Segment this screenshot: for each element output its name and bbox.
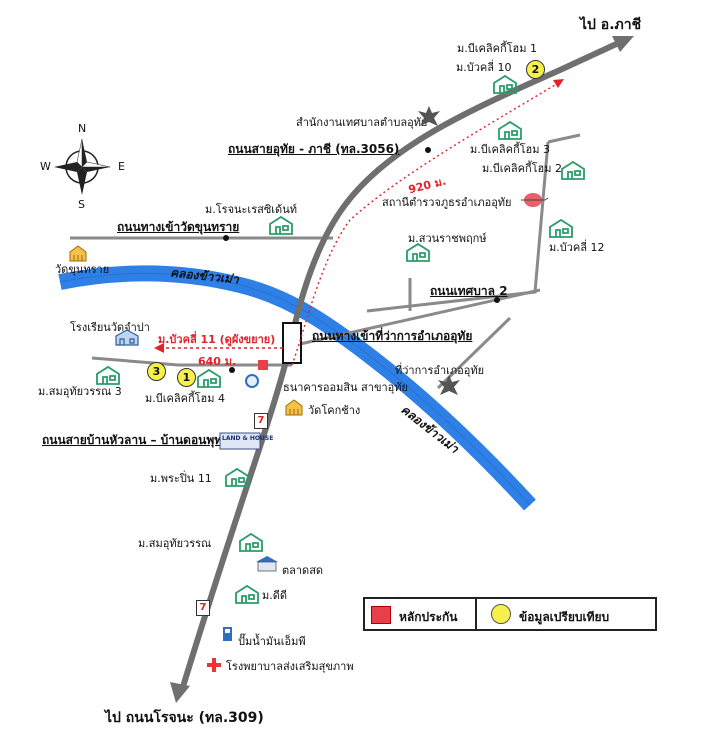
house-icon <box>493 74 517 94</box>
label-gas: ปั๊มน้ำมันเอ็มพี <box>238 635 306 648</box>
road-label-uthai-phachi: ถนนสายอุทัย - ภาชี (ทล.3056) <box>228 142 400 156</box>
house-icon <box>197 368 221 388</box>
label-somuthaiwan3: ม.สมอุทัยวรรณ 3 <box>38 385 122 398</box>
label-beeclickhome1: ม.บีเคลิคกี้โฮม 1 <box>457 42 537 55</box>
label-didi: ม.ดีดี <box>262 589 288 602</box>
comparison-marker-3: 3 <box>147 362 166 381</box>
destination-south: ไป ถนนโรจนะ (ทล.309) <box>105 710 264 726</box>
legend-comparison-label: ข้อมูลเปรียบเทียบ <box>519 610 610 624</box>
house-icon <box>235 584 259 604</box>
road-hua-lan <box>91 356 292 367</box>
government-emblem-icon <box>418 106 440 126</box>
distance-640: 640 ม. <box>198 355 237 368</box>
label-wat-khok-chang: วัดโคกช้าง <box>308 404 361 417</box>
bridge <box>282 322 302 364</box>
label-school: โรงเรียนวัดจำปา <box>70 321 150 334</box>
hospital-icon <box>207 658 221 672</box>
comparison-marker-2: 2 <box>526 60 545 79</box>
label-hospital: โรงพยาบาลส่งเสริมสุขภาพ <box>226 660 354 673</box>
compass-w: W <box>40 160 51 173</box>
house-icon <box>225 467 249 487</box>
compass-n: N <box>78 122 87 135</box>
road-label-thesaban-2: ถนนเทศบาล 2 <box>430 284 508 298</box>
gas-station-icon <box>223 627 232 641</box>
label-beeclickhome4: ม.บีเคลิคกี้โฮม 4 <box>145 392 225 405</box>
canal <box>58 265 536 511</box>
label-market: ตลาดสด <box>282 564 324 577</box>
collateral-marker <box>258 360 268 370</box>
billboard-icon <box>219 432 261 450</box>
secondary-roads <box>70 133 581 390</box>
temple-icon <box>69 245 87 262</box>
school-icon <box>115 329 139 346</box>
legend-collateral-label: หลักประกัน <box>399 610 458 624</box>
comparison-marker-1: 1 <box>177 368 196 387</box>
label-thesaban-office: สำนักงานเทศบาลตำบลอุทัย <box>296 116 428 129</box>
house-icon <box>269 215 293 235</box>
road-label-wat-khun-sai: ถนนทางเข้าวัดขุนทราย <box>117 220 240 234</box>
label-beeclickhome2: ม.บีเคลิคกี้โฮม 2 <box>482 162 562 175</box>
label-beeclickhome3: ม.บีเคลิคกี้โฮม 3 <box>470 143 550 156</box>
compass-rose <box>54 138 111 195</box>
route-920-arrow <box>553 79 564 88</box>
police-station-icon <box>521 193 549 207</box>
road-amphoe-uthai <box>299 288 541 346</box>
road-dots <box>223 147 500 373</box>
arrow-south <box>170 682 190 703</box>
label-police: สถานีตำรวจภูธรอำเภออุทัย <box>382 196 512 209</box>
label-buakhli10: ม.บัวคลี่ 10 <box>456 61 512 74</box>
temple-icon <box>285 399 303 416</box>
label-wat-khun-sai: วัดขุนทราย <box>55 263 110 276</box>
route-920 <box>291 81 561 366</box>
bank-icon <box>245 374 259 388</box>
legend-collateral-swatch <box>371 606 391 624</box>
seven-eleven-icon: 7 <box>254 413 268 429</box>
house-icon <box>239 532 263 552</box>
label-rojana-residence: ม.โรจนะเรสซิเด้นท์ <box>205 203 297 216</box>
house-icon <box>498 120 522 140</box>
road-to-amphoe-office <box>436 316 512 390</box>
legend-divider <box>475 599 477 629</box>
legend-comparison-swatch <box>491 604 511 624</box>
canal-outline <box>59 272 531 506</box>
label-phrapin11: ม.พระปิ่น 11 <box>150 472 212 485</box>
government-emblem-icon <box>438 375 460 395</box>
house-icon <box>561 160 585 180</box>
road-label-amphoe-uthai: ถนนทางเข้าที่ว่าการอำเภออุทัย <box>312 329 473 343</box>
arrow-north <box>612 36 634 52</box>
house-icon <box>549 218 573 238</box>
road-thesaban-east <box>547 133 581 144</box>
road-label-hua-lan: ถนนสายบ้านหัวลาน – บ้านดอนพุทรา <box>42 433 236 447</box>
destination-north: ไป อ.ภาชี <box>580 17 642 33</box>
label-buakhli12: ม.บัวคลี่ 12 <box>549 241 605 254</box>
label-bank: ธนาคารออมสิน สาขาอุทัย <box>283 381 408 394</box>
market-icon <box>256 556 278 572</box>
label-amphoe-office: ที่ว่าการอำเภออุทัย <box>395 364 485 377</box>
soi-label: ม.บัวคลี่ 11 (ดูผังขยาย) <box>158 333 276 346</box>
highway <box>179 37 627 691</box>
house-icon <box>406 242 430 262</box>
billboard-text: LAND & HOUSE <box>222 435 274 442</box>
seven-eleven-icon: 7 <box>196 600 210 616</box>
route-640-arrow <box>154 343 164 353</box>
house-icon <box>96 365 120 385</box>
label-somuthaiwan: ม.สมอุทัยวรรณ <box>138 537 212 550</box>
compass-s: S <box>78 198 85 211</box>
label-suanratchaphruek: ม.สวนราชพฤกษ์ <box>408 232 487 245</box>
legend: หลักประกัน ข้อมูลเปรียบเทียบ <box>363 597 657 631</box>
compass-e: E <box>118 160 125 173</box>
